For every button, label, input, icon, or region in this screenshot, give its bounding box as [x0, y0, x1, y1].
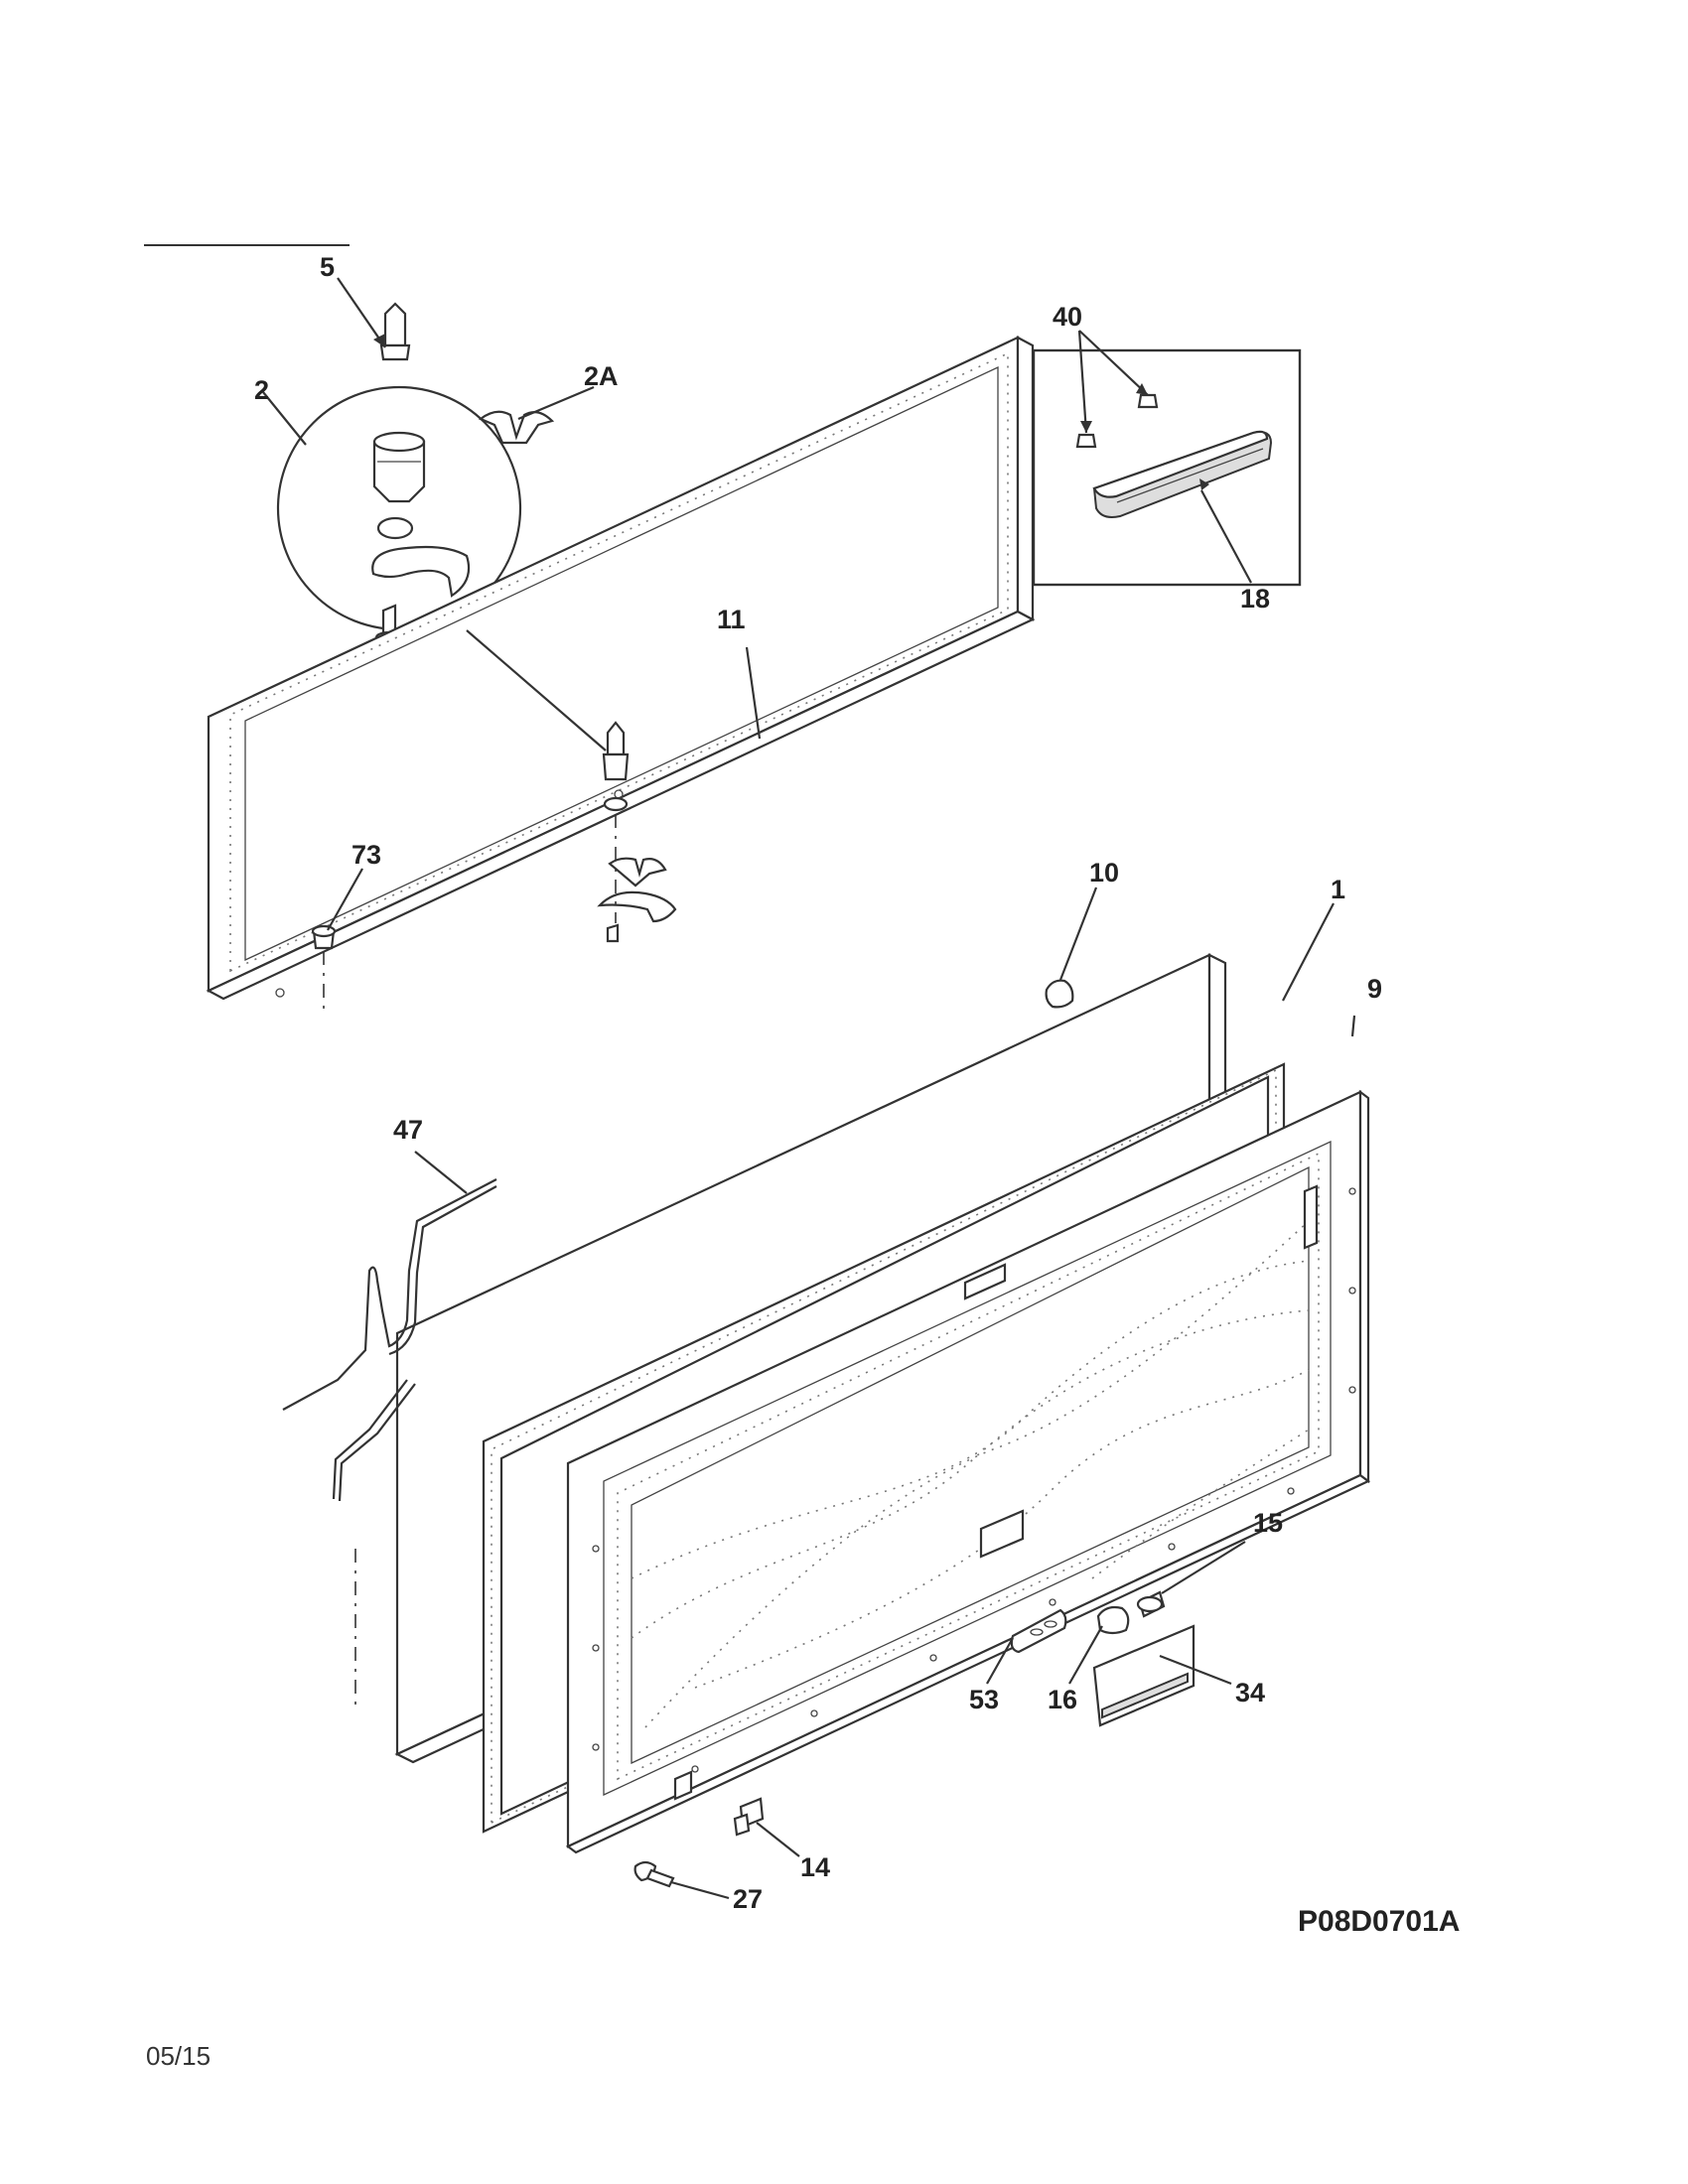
part-73-fastener: [311, 924, 337, 1013]
drawing-code: P08D0701A: [1298, 1905, 1460, 1938]
callout-1: 1: [1331, 875, 1345, 904]
part-5-pin: [379, 302, 411, 361]
callout-18: 18: [1240, 584, 1270, 614]
callout-2a: 2A: [584, 361, 619, 391]
callout-11: 11: [717, 605, 746, 634]
part-16-bulb: [1096, 1605, 1130, 1635]
part-15-switch: [1136, 1590, 1166, 1618]
callout-5: 5: [320, 252, 335, 282]
callout-15: 15: [1253, 1508, 1283, 1538]
part-53-bracket: [1010, 1608, 1067, 1654]
part-10-plug: [1045, 979, 1074, 1009]
leader-arrowheads: [373, 334, 1209, 490]
callout-14: 14: [800, 1852, 830, 1882]
inner-door-liner: [565, 1089, 1371, 1854]
part-47-wire: [282, 1178, 497, 1707]
hinge-parts-on-panel: [597, 721, 677, 943]
callout-47: 47: [393, 1115, 423, 1145]
callout-53: 53: [969, 1685, 999, 1714]
part-34-cover: [1092, 1624, 1196, 1727]
leader-lines: [262, 277, 1356, 1900]
part-27-rivet: [633, 1860, 675, 1888]
callout-9: 9: [1367, 974, 1382, 1004]
callout-73: 73: [352, 840, 381, 870]
callout-10: 10: [1089, 858, 1119, 887]
revision-date: 05/15: [146, 2041, 211, 2071]
callout-2: 2: [254, 375, 269, 405]
part-2a-clip: [478, 410, 555, 445]
callout-34: 34: [1235, 1678, 1265, 1707]
part-14-clip: [733, 1797, 765, 1837]
callout-16: 16: [1048, 1685, 1077, 1714]
callout-40: 40: [1053, 302, 1082, 332]
hinge-detail-circle: [276, 385, 522, 644]
callout-27: 27: [733, 1884, 763, 1914]
handle-inset-box: [1032, 348, 1302, 587]
